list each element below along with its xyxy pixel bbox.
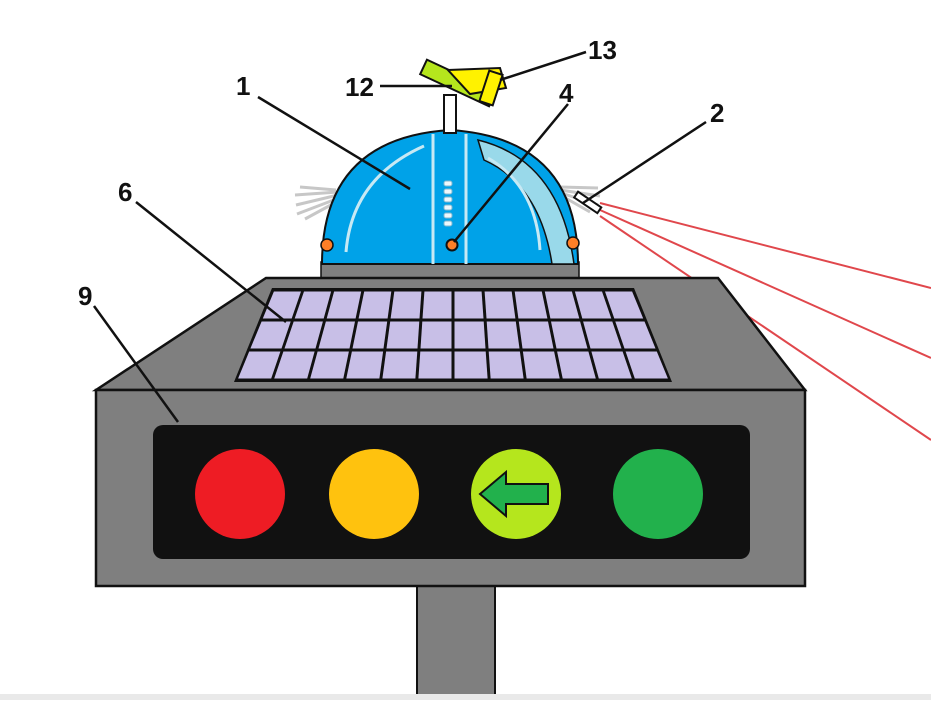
label-9: 9 [78, 281, 93, 311]
solar-cell [390, 291, 422, 319]
leader-line-4 [453, 103, 569, 243]
dome-seam-right [487, 156, 542, 251]
solar-cell [484, 291, 516, 319]
solar-cell [544, 291, 580, 319]
signal-amber [329, 449, 419, 539]
solar-cell [418, 351, 452, 379]
label-4: 4 [559, 78, 574, 108]
label-6: 6 [118, 177, 133, 207]
left-arrow-icon [478, 469, 549, 519]
label-1: 1 [236, 71, 251, 101]
solar-cell [488, 351, 524, 379]
right-side-sensor [566, 236, 580, 250]
leader-line-9 [92, 305, 180, 423]
solar-cell [583, 321, 622, 349]
solar-cell [346, 351, 384, 379]
signal-red [195, 449, 285, 539]
solar-cells [238, 291, 668, 379]
solar-cell [615, 321, 656, 349]
leader-line-6 [135, 201, 287, 323]
solar-cell [518, 321, 554, 349]
leader-line-2 [582, 120, 707, 205]
robot-dome [320, 128, 580, 265]
solar-cell [557, 351, 596, 379]
solar-cell [294, 291, 332, 319]
solar-cell [274, 351, 315, 379]
status-led-strip [443, 180, 453, 227]
signal-green [613, 449, 703, 539]
leader-lines [92, 50, 707, 423]
solar-cell [454, 351, 488, 379]
dome-seam-left [344, 144, 425, 253]
leader-line-13 [499, 50, 587, 82]
bottom-strip [0, 694, 931, 700]
solar-cell [591, 351, 632, 379]
pole [416, 582, 496, 701]
label-12: 12 [345, 72, 374, 102]
solar-cell [382, 351, 418, 379]
solar-cell [386, 321, 420, 349]
solar-cell [522, 351, 560, 379]
solar-cell [284, 321, 323, 349]
camera-assembly [418, 58, 508, 108]
solar-cell [326, 291, 362, 319]
solar-cell [605, 291, 644, 319]
solar-cell [250, 321, 291, 349]
solar-cell [551, 321, 588, 349]
solar-cell [420, 321, 452, 349]
solar-panel [234, 288, 672, 382]
solar-cell [486, 321, 520, 349]
solar-cell [454, 291, 484, 319]
solar-cell [358, 291, 392, 319]
laser-beam-1 [599, 202, 931, 289]
camera-lens [478, 69, 504, 107]
laser-beams [599, 202, 931, 441]
solar-cell [574, 291, 612, 319]
label-2: 2 [710, 98, 725, 128]
solar-cell [318, 321, 355, 349]
signal-visor [153, 425, 750, 559]
solar-cell [310, 351, 349, 379]
left-side-sensor [320, 238, 334, 252]
laser-beam-3 [599, 215, 931, 441]
camera-mast [443, 94, 457, 134]
solar-cell [625, 351, 668, 379]
laser-beam-2 [599, 209, 931, 359]
solar-cell [422, 291, 452, 319]
leader-line-1 [257, 95, 411, 191]
solar-cell [454, 321, 486, 349]
label-13: 13 [588, 35, 617, 65]
solar-cell [238, 351, 281, 379]
solar-cell [352, 321, 388, 349]
solar-cell [514, 291, 548, 319]
